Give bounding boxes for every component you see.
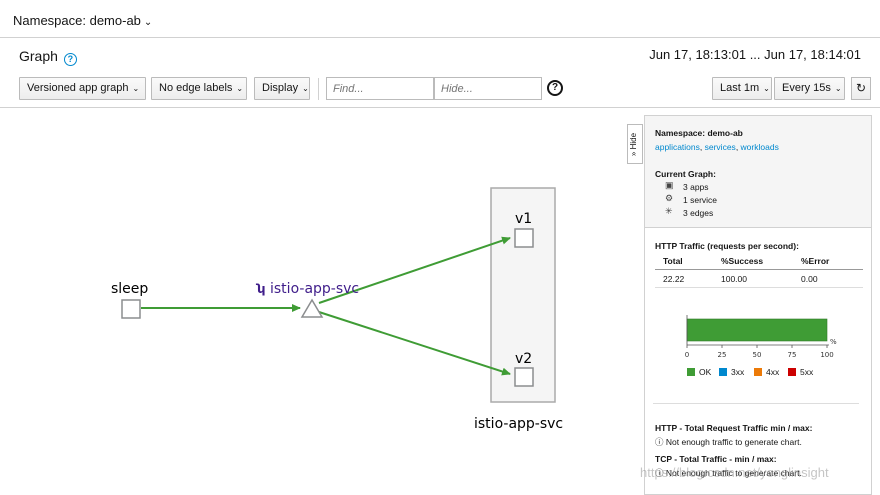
edge-service-to-v1[interactable]: [318, 236, 511, 304]
panel-divider: [653, 403, 859, 404]
info-icon: ⓘ: [655, 437, 664, 447]
current-graph-title: Current Graph:: [655, 169, 716, 179]
time-range-label: Jun 17, 18:13:01 ... Jun 17, 18:14:01: [649, 47, 861, 62]
chart-unit: %: [830, 338, 837, 346]
chevron-down-icon: ⌄: [236, 84, 244, 93]
tcp-total-text: Not enough traffic to generate chart.: [665, 468, 802, 478]
cell-success: 100.00: [721, 274, 747, 284]
tcp-total-title: TCP - Total Traffic - min / max:: [655, 454, 777, 464]
legend-5xx-swatch: [788, 368, 796, 376]
chevron-down-icon: ⌄: [302, 84, 309, 93]
legend-ok-label: OK: [699, 367, 712, 377]
refresh-interval-dropdown[interactable]: Every 15s⌄: [774, 77, 845, 100]
refresh-button[interactable]: ↻: [851, 77, 871, 100]
duration-dropdown[interactable]: Last 1m⌄: [712, 77, 772, 100]
traffic-bar-chart: % 0 25 50 75 100: [685, 315, 837, 359]
chevron-down-icon: ⌄: [143, 17, 153, 28]
node-sleep[interactable]: [121, 299, 141, 319]
http-traffic-title: HTTP Traffic (requests per second):: [655, 241, 799, 251]
table-row: 22.22 100.00 0.00: [655, 274, 863, 288]
http-total-title: HTTP - Total Request Traffic min / max:: [655, 423, 813, 433]
help-icon[interactable]: ?: [63, 53, 77, 66]
services-link[interactable]: services: [704, 142, 736, 152]
chart-tick-label: 50: [753, 351, 762, 359]
find-input[interactable]: [326, 77, 434, 100]
table-header-error: %Error: [801, 256, 830, 266]
watermark: https://blog.csdn.net/yonglinsight: [640, 465, 829, 480]
cell-error: 0.00: [801, 274, 818, 284]
http-total-message: ⓘ Not enough traffic to generate chart.: [655, 436, 802, 448]
edge-labels-dropdown[interactable]: No edge labels⌄: [151, 77, 247, 100]
page-title: Graph?: [19, 48, 77, 66]
apps-count: 3 apps: [683, 182, 709, 192]
chevron-down-icon: ⌄: [763, 84, 770, 93]
group-label: istio-app-svc: [474, 416, 563, 432]
page-title-text: Graph: [19, 48, 58, 64]
virtual-service-icon: ʮ: [255, 282, 265, 296]
table-header-total: Total: [663, 256, 683, 266]
namespace-bar: Namespace: demo-ab⌄: [0, 0, 880, 38]
legend-5xx-label: 5xx: [800, 367, 814, 377]
table-header-success: %Success: [721, 256, 764, 266]
node-service[interactable]: [300, 298, 324, 318]
refresh-interval-label: Every 15s: [782, 82, 831, 94]
chevron-down-icon: ⌄: [834, 84, 842, 93]
duration-label: Last 1m: [720, 82, 760, 94]
ok-bar: [686, 318, 828, 342]
panel-links: applications, services, workloads: [655, 142, 779, 152]
hide-input[interactable]: [434, 77, 542, 100]
service-icon: ⚙: [665, 193, 674, 203]
http-total-text: Not enough traffic to generate chart.: [665, 437, 802, 447]
hide-panel-label: » Hide: [629, 132, 639, 157]
legend-ok-swatch: [687, 368, 695, 376]
node-label-v1: v1: [515, 211, 532, 227]
panel-namespace: Namespace: demo-ab: [655, 128, 743, 138]
graph-canvas[interactable]: sleep ʮ istio-app-svc v1 v2 istio-app-sv…: [0, 108, 880, 495]
workloads-link[interactable]: workloads: [740, 142, 779, 152]
namespace-dropdown[interactable]: Namespace: demo-ab⌄: [13, 13, 152, 28]
legend-3xx-swatch: [719, 368, 727, 376]
cell-total: 22.22: [663, 274, 685, 284]
chart-tick-label: 0: [685, 351, 689, 359]
legend-4xx-label: 4xx: [766, 367, 780, 377]
display-label: Display: [262, 82, 299, 94]
node-label-service: istio-app-svc: [270, 281, 359, 297]
service-graph[interactable]: sleep ʮ istio-app-svc v1 v2 istio-app-sv…: [0, 108, 620, 495]
graph-toolbar: Versioned app graph⌄ No edge labels⌄ Dis…: [0, 74, 880, 108]
display-dropdown[interactable]: Display⌄: [254, 77, 310, 100]
chart-tick-label: 100: [820, 351, 833, 359]
toolbar-divider: [318, 78, 319, 100]
edges-icon: ✳: [665, 206, 673, 216]
traffic-table-header: Total %Success %Error: [655, 256, 863, 270]
hide-panel-tab[interactable]: » Hide: [627, 124, 643, 164]
node-label-sleep: sleep: [111, 281, 148, 297]
applications-link[interactable]: applications: [655, 142, 700, 152]
legend-3xx-label: 3xx: [731, 367, 745, 377]
chart-tick-label: 75: [788, 351, 797, 359]
version-group-box[interactable]: [490, 187, 556, 403]
find-help-icon[interactable]: ?: [547, 80, 563, 96]
tcp-total-message: ⓘ Not enough traffic to generate chart.: [655, 467, 802, 479]
graph-type-label: Versioned app graph: [27, 82, 129, 94]
node-v2[interactable]: [514, 367, 534, 387]
legend-4xx-swatch: [754, 368, 762, 376]
apps-icon: ▣: [665, 180, 674, 190]
summary-header: Namespace: demo-ab applications, service…: [645, 116, 871, 228]
edge-service-to-v2[interactable]: [318, 311, 511, 376]
refresh-icon: ↻: [855, 81, 867, 95]
node-v1[interactable]: [514, 228, 534, 248]
chevron-down-icon: ⌄: [132, 84, 140, 93]
edges-count: 3 edges: [683, 208, 714, 218]
edge-labels-label: No edge labels: [159, 82, 233, 94]
services-count: 1 service: [683, 195, 718, 205]
node-label-v2: v2: [515, 351, 532, 367]
summary-panel: Namespace: demo-ab applications, service…: [644, 115, 872, 495]
namespace-dropdown-label: Namespace: demo-ab: [13, 13, 141, 28]
chart-tick-label: 25: [718, 351, 727, 359]
info-icon: ⓘ: [655, 468, 664, 478]
graph-type-dropdown[interactable]: Versioned app graph⌄: [19, 77, 146, 100]
